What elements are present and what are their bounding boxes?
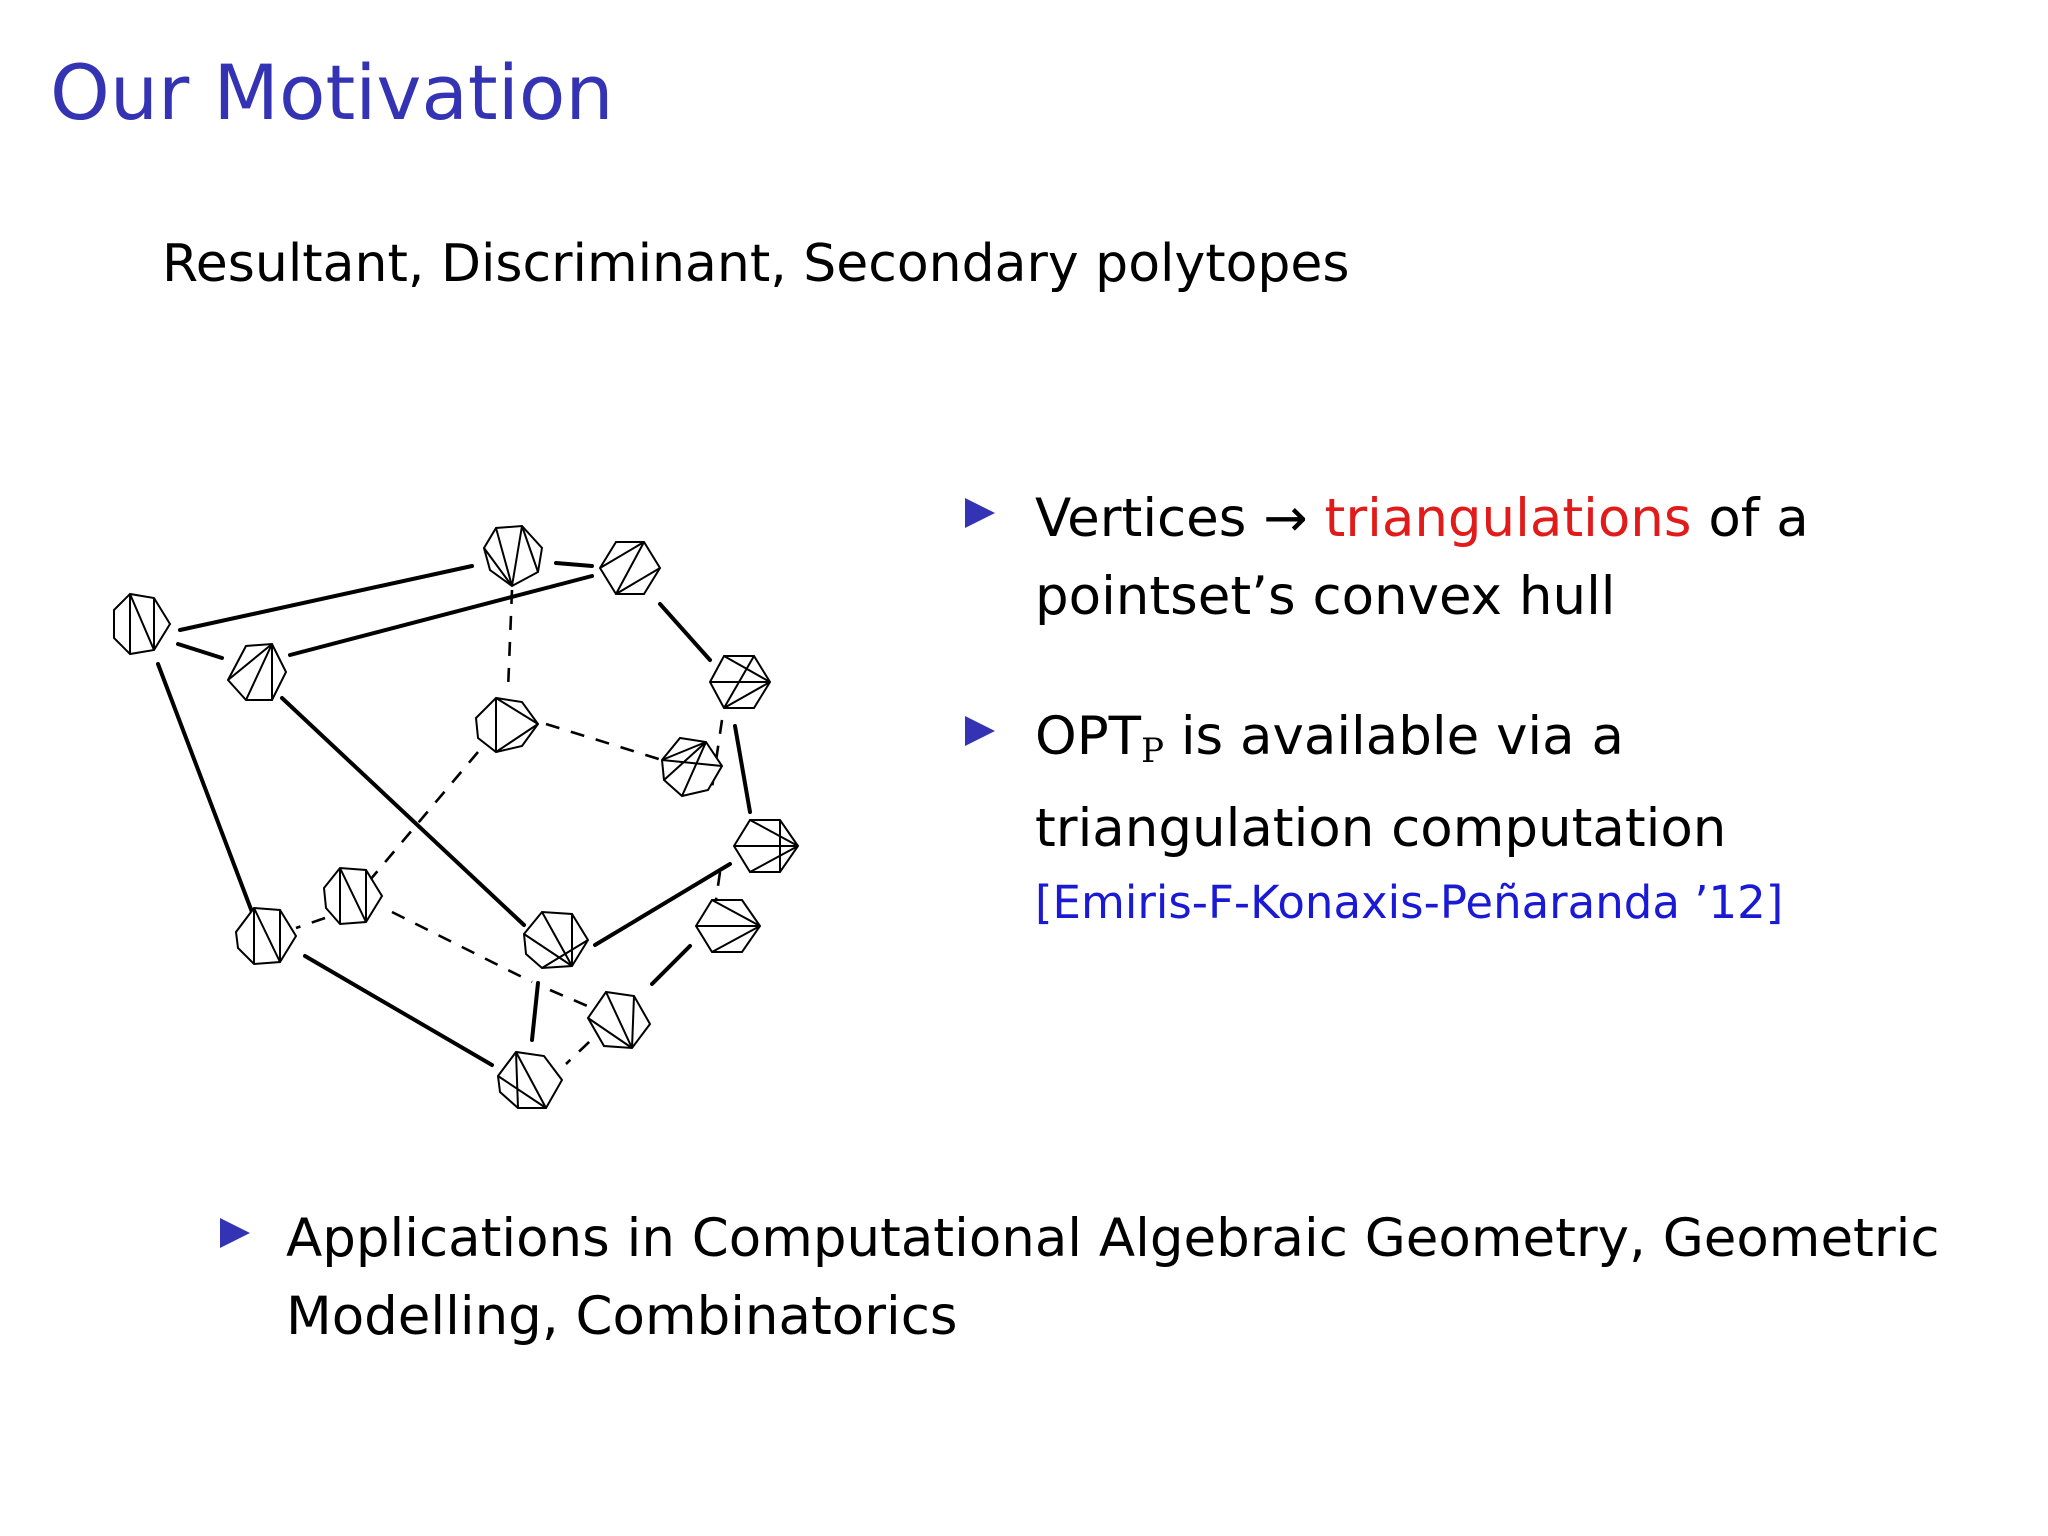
slide-subtitle: Resultant, Discriminant, Secondary polyt… (162, 234, 1350, 294)
slide-title: Our Motivation (50, 48, 614, 137)
bottom-bullet-list: Applications in Computational Algebraic … (220, 1200, 2000, 1418)
opt-subscript: P (1141, 731, 1164, 771)
bullet-vertices: Vertices → triangulations of a pointset’… (965, 480, 2025, 636)
highlight-triangulations: triangulations (1324, 488, 1692, 549)
bullet2-text: is available via a (1180, 706, 1624, 767)
citation: [Emiris-F-Konaxis-Peñaranda ’12] (1035, 876, 1784, 929)
right-bullet-list: Vertices → triangulations of a pointset’… (965, 480, 2025, 1000)
bullet-marker-icon (965, 716, 995, 746)
bullet1-text: Vertices (1035, 488, 1247, 549)
arrow-symbol: → (1263, 488, 1308, 549)
opt-label: OPT (1035, 706, 1142, 767)
applications-line1: Applications in Computational Algebraic … (286, 1208, 1940, 1269)
bullet-marker-icon (220, 1218, 250, 1248)
bullet2-line2: triangulation computation (1035, 798, 1727, 859)
bullet1-tail: of a (1708, 488, 1809, 549)
bullet-marker-icon (965, 498, 995, 528)
bullet-applications: Applications in Computational Algebraic … (220, 1200, 2000, 1356)
applications-line2: Modelling, Combinatorics (286, 1286, 958, 1347)
bullet1-line2: pointset’s convex hull (1035, 566, 1616, 627)
bullet-opt: OPTP is available via a triangulation co… (965, 698, 2025, 938)
